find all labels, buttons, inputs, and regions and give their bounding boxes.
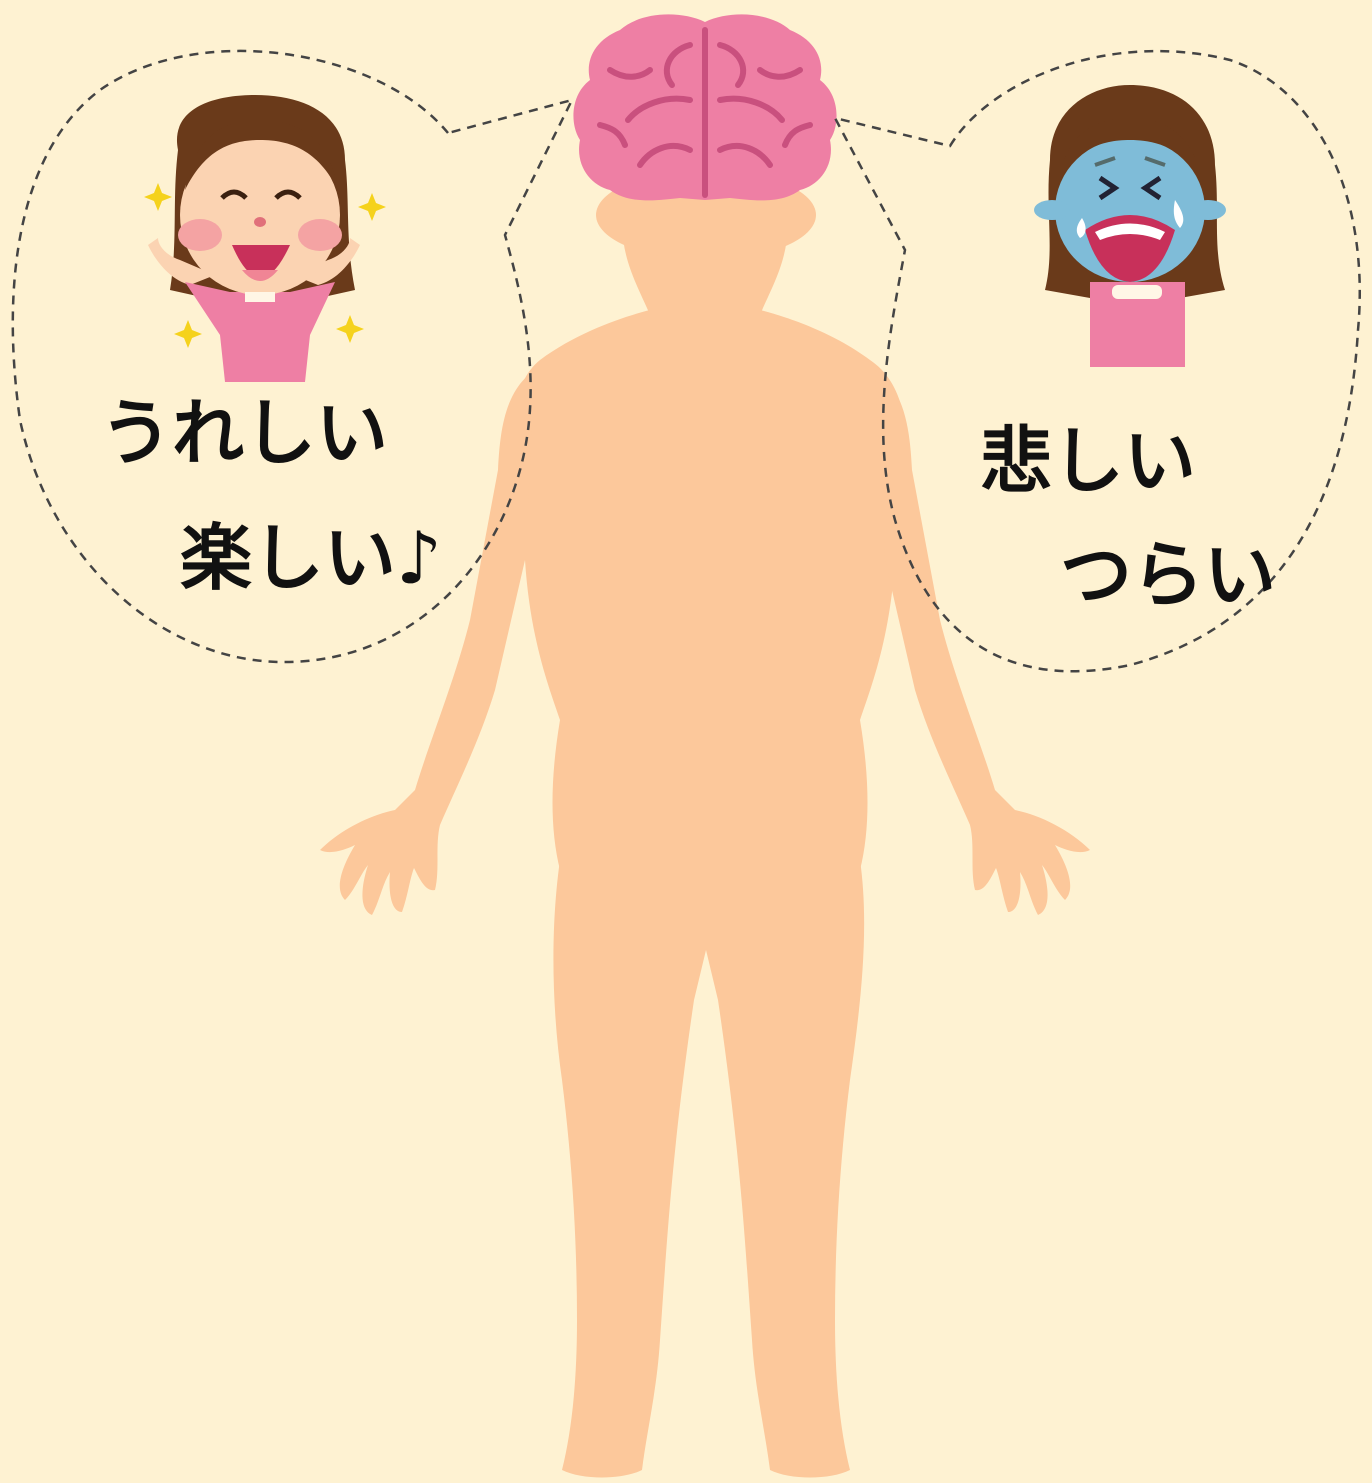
sad-girl-icon bbox=[1034, 85, 1226, 367]
human-body-icon bbox=[320, 210, 1090, 1478]
sad-label-line1: 悲しい bbox=[980, 419, 1196, 503]
happy-label-line1: うれしい bbox=[100, 391, 388, 475]
sad-label-line2: つらい bbox=[1060, 533, 1276, 617]
happy-girl-icon bbox=[148, 95, 360, 382]
brain-icon bbox=[573, 14, 836, 200]
happy-label-line2: 楽しい♪ bbox=[180, 516, 442, 600]
